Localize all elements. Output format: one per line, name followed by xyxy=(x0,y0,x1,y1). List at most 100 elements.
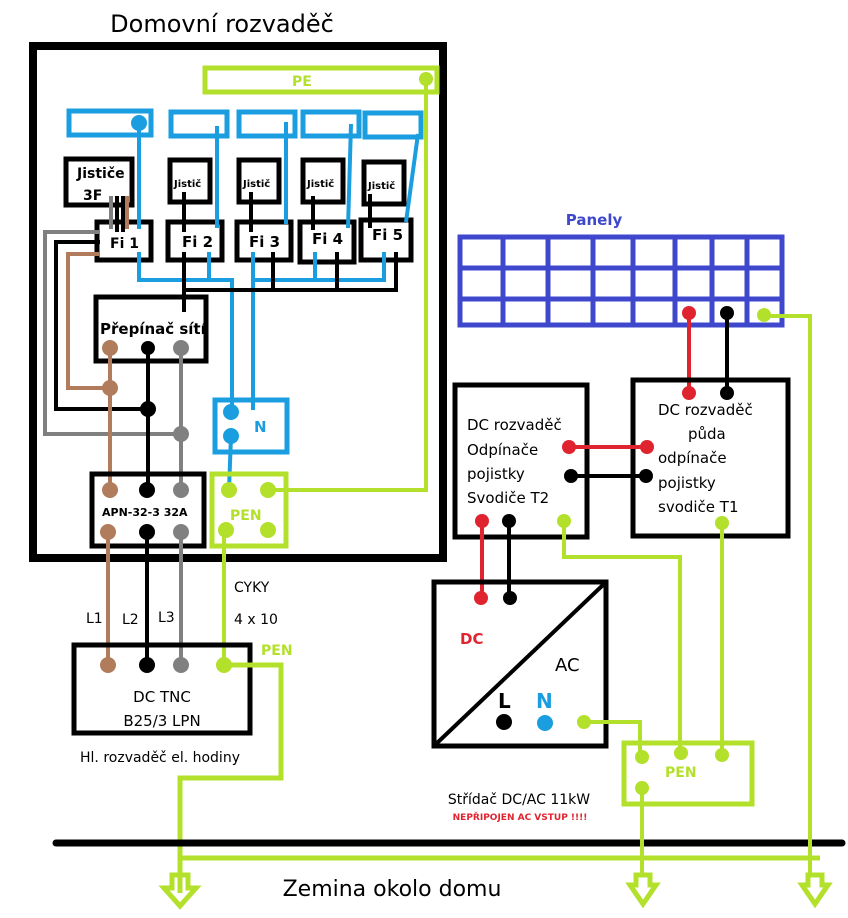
inverter-diagonal xyxy=(434,582,606,746)
switch-terminal-l1 xyxy=(102,340,118,356)
inverter-warning: NEPŘIPOJEN AC VSTUP !!!! xyxy=(453,811,588,823)
network-switch xyxy=(93,294,209,364)
ground-arrow-1 xyxy=(158,872,202,910)
inverter-n-label: N xyxy=(536,689,553,713)
dc-board-t1-line-2: půda xyxy=(688,425,726,443)
inverter-dc-plus xyxy=(474,591,488,605)
cable-size-label: 4 x 10 xyxy=(234,612,278,628)
rcd-3-label: Fi 3 xyxy=(249,233,280,251)
dc-board-t1-line-3: odpínače xyxy=(658,449,727,467)
pen-terminal-4 xyxy=(260,522,276,538)
ground-label: Zemina okolo domu xyxy=(283,877,502,902)
brown-feed-wire xyxy=(66,252,110,390)
n-bar xyxy=(212,397,290,455)
breaker-4-label: Jistič xyxy=(367,180,395,192)
dc-t1-terminal-minus xyxy=(720,386,734,400)
panel-pe-wire xyxy=(764,314,812,877)
dc-board-t2 xyxy=(452,382,590,540)
house-board-enclosure xyxy=(29,42,447,562)
dc-board-t2-line-4: Svodiče T2 xyxy=(467,489,549,507)
dc-t2-link-minus xyxy=(564,469,578,483)
neutral-bar-3 xyxy=(236,109,298,139)
inverter-l-label: L xyxy=(498,689,511,713)
breaker-wires xyxy=(115,192,398,312)
pv-pen-bar-label: PEN xyxy=(665,765,697,781)
meter-terminal-l3 xyxy=(173,657,189,673)
meter-terminal-l2 xyxy=(139,657,155,673)
network-switch-label: Přepínač sítí xyxy=(100,320,207,338)
ground-arrows xyxy=(158,872,833,910)
inverter-caption: Střídač DC/AC 11kW xyxy=(448,792,590,808)
phase-label-l1: L1 xyxy=(86,611,103,627)
dc-t1-link-plus xyxy=(640,440,654,454)
rcd-1-label: Fi 1 xyxy=(110,236,139,252)
breaker-3-label: Jistič xyxy=(306,178,334,190)
apn-in-l3 xyxy=(173,482,189,498)
inverter-ac-label: AC xyxy=(555,655,580,676)
rcd-4-label: Fi 4 xyxy=(312,230,343,248)
breaker-2 xyxy=(236,157,282,205)
breaker-1 xyxy=(167,157,213,205)
breaker-3f-label-1: Jističe xyxy=(76,166,125,182)
junction-l2 xyxy=(140,401,156,417)
breakers: Jistič Jistič Jistič Jistič xyxy=(167,157,407,207)
supply-pen-label: PEN xyxy=(261,643,293,659)
neutral-bars xyxy=(66,108,424,140)
dc-board-t1-line-1: DC rozvaděč xyxy=(658,401,753,419)
dc-board-t2-line-3: pojistky xyxy=(467,465,525,483)
diagram-title: Domovní rozvaděč xyxy=(110,10,334,38)
rcd-2-label: Fi 2 xyxy=(182,233,213,251)
phase-label-l3: L3 xyxy=(158,610,175,626)
apn-in-l1 xyxy=(102,482,118,498)
breaker-3f-label-2: 3F xyxy=(83,188,102,204)
neutral-bar-5 xyxy=(362,110,424,140)
pv-pen-terminal-1 xyxy=(635,750,649,764)
phase-label-l2: L2 xyxy=(122,612,139,628)
house-pen-bar xyxy=(209,471,289,549)
neutral-bar-4 xyxy=(300,109,362,139)
black-feed-wire xyxy=(54,240,148,411)
inverter-dc-label: DC xyxy=(460,630,483,648)
main-switch-label: APN-32-3 32A xyxy=(102,506,188,519)
breaker-4 xyxy=(361,159,407,207)
rcd-4 xyxy=(297,219,357,265)
dc-t2-pe-wire xyxy=(562,521,682,752)
rcd-5-label: Fi 5 xyxy=(372,226,403,244)
breaker-1-label: Jistič xyxy=(173,178,201,190)
panels-label: Panely xyxy=(566,211,623,229)
inverter-l-terminal xyxy=(496,714,512,730)
inverter xyxy=(431,579,609,749)
rcd-3 xyxy=(234,219,294,263)
pe-bar xyxy=(202,65,440,95)
neutral-wires xyxy=(137,122,420,410)
dc-board-t1-line-4: pojistky xyxy=(658,474,716,492)
pv-pen-terminal-2 xyxy=(674,746,688,760)
house-pen-bar-label: PEN xyxy=(230,508,262,524)
pen-ground-wire-left xyxy=(177,662,284,893)
meter-board-caption: Hl. rozvaděč el. hodiny xyxy=(80,750,240,766)
pv-pen-bar xyxy=(621,740,755,807)
meter-board xyxy=(71,642,253,736)
meter-terminal-l1 xyxy=(100,657,116,673)
inverter-dc-minus xyxy=(503,591,517,605)
junction-l3 xyxy=(173,426,189,442)
junction-l1 xyxy=(102,380,118,396)
dc-t1-terminal-plus xyxy=(682,386,696,400)
n-to-pen-wire xyxy=(227,435,233,491)
switch-terminal-l2 xyxy=(141,341,155,355)
breaker-3 xyxy=(300,157,346,205)
neutral-bar-2 xyxy=(168,109,230,139)
dc-t2-link-plus xyxy=(562,440,576,454)
meter-board-label-1: DC TNC xyxy=(133,688,191,706)
pen-terminal-2 xyxy=(260,482,276,498)
n-bar-label: N xyxy=(254,418,267,436)
inverter-n-terminal xyxy=(537,715,553,731)
breaker-3f xyxy=(63,156,135,208)
dc-board-t1 xyxy=(630,377,791,539)
pv-panel-array xyxy=(457,234,785,328)
cable-type-label: CYKY xyxy=(234,580,270,596)
dc-board-t1-line-5: svodiče T1 xyxy=(658,498,739,516)
pe-bar-label: PE xyxy=(292,74,312,90)
grey-feed-wire xyxy=(43,230,181,436)
